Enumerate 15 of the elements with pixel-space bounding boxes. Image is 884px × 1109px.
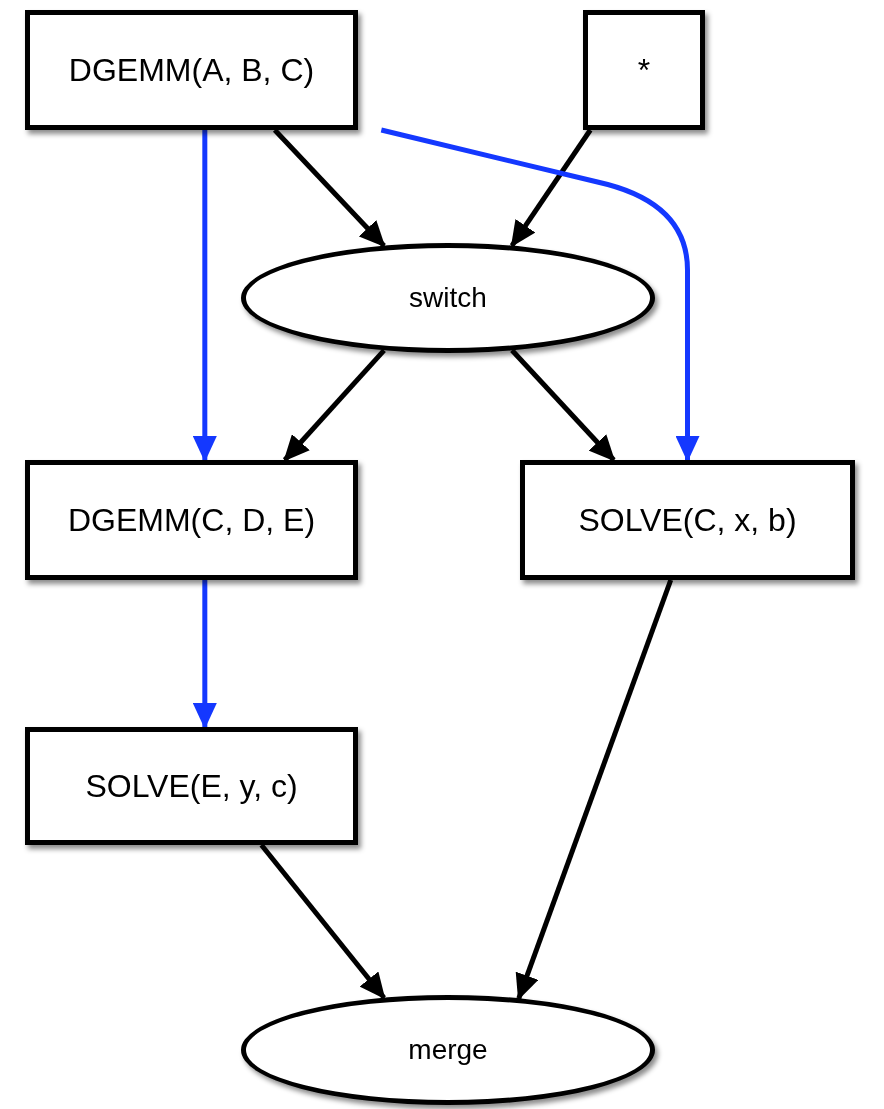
arrow bbox=[380, 127, 700, 462]
process-box bbox=[583, 10, 705, 130]
node-label: SOLVE(C, x, b) bbox=[578, 501, 797, 540]
node-label: merge bbox=[408, 1033, 488, 1067]
node-label: DGEMM(A, B, C) bbox=[68, 51, 315, 90]
process-box bbox=[25, 10, 358, 130]
node-label: DGEMM(C, D, E) bbox=[67, 501, 316, 540]
process-box bbox=[25, 460, 358, 580]
process-box bbox=[520, 460, 855, 580]
node-label: switch bbox=[409, 281, 487, 315]
process-box bbox=[25, 727, 358, 845]
arrow bbox=[192, 130, 217, 462]
node-label: * bbox=[637, 51, 651, 90]
arrow bbox=[192, 580, 217, 729]
node-label: SOLVE(E, y, c) bbox=[85, 767, 298, 806]
